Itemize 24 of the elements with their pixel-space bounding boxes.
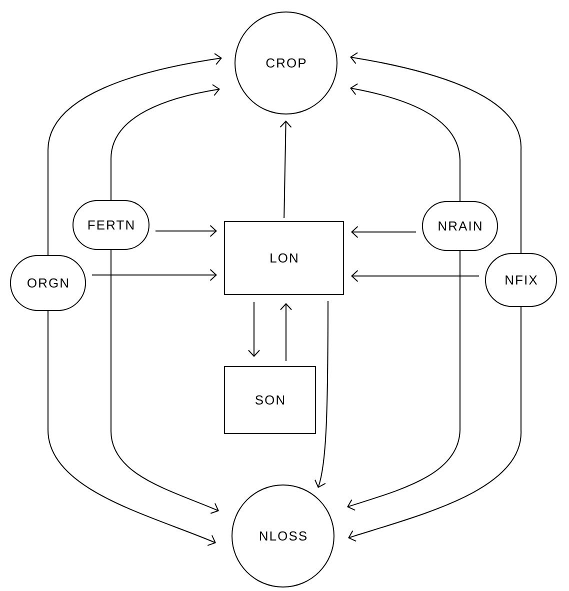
arrow — [92, 269, 217, 281]
arrow — [351, 226, 416, 238]
arrow — [351, 270, 480, 282]
process-box: LON — [224, 221, 344, 295]
arrow — [280, 303, 292, 362]
arrow — [347, 250, 460, 511]
rounded-box: ORGN — [10, 255, 86, 311]
arrow — [48, 310, 216, 546]
arrow — [350, 83, 460, 202]
arrow — [48, 53, 222, 256]
rounded-box: NRAIN — [422, 201, 498, 251]
circle-node: CROP — [234, 12, 338, 114]
circle-node: NLOSS — [232, 484, 334, 588]
arrow — [350, 52, 522, 254]
arrow — [280, 120, 292, 218]
process-box: SON — [224, 366, 316, 434]
arrow — [248, 302, 260, 357]
arrow — [314, 300, 328, 488]
arrow — [155, 225, 217, 237]
arrow — [110, 84, 220, 200]
rounded-box: NFIX — [485, 253, 557, 307]
arrow — [348, 306, 522, 542]
arrow — [110, 250, 219, 514]
rounded-box: FERTN — [72, 200, 150, 250]
